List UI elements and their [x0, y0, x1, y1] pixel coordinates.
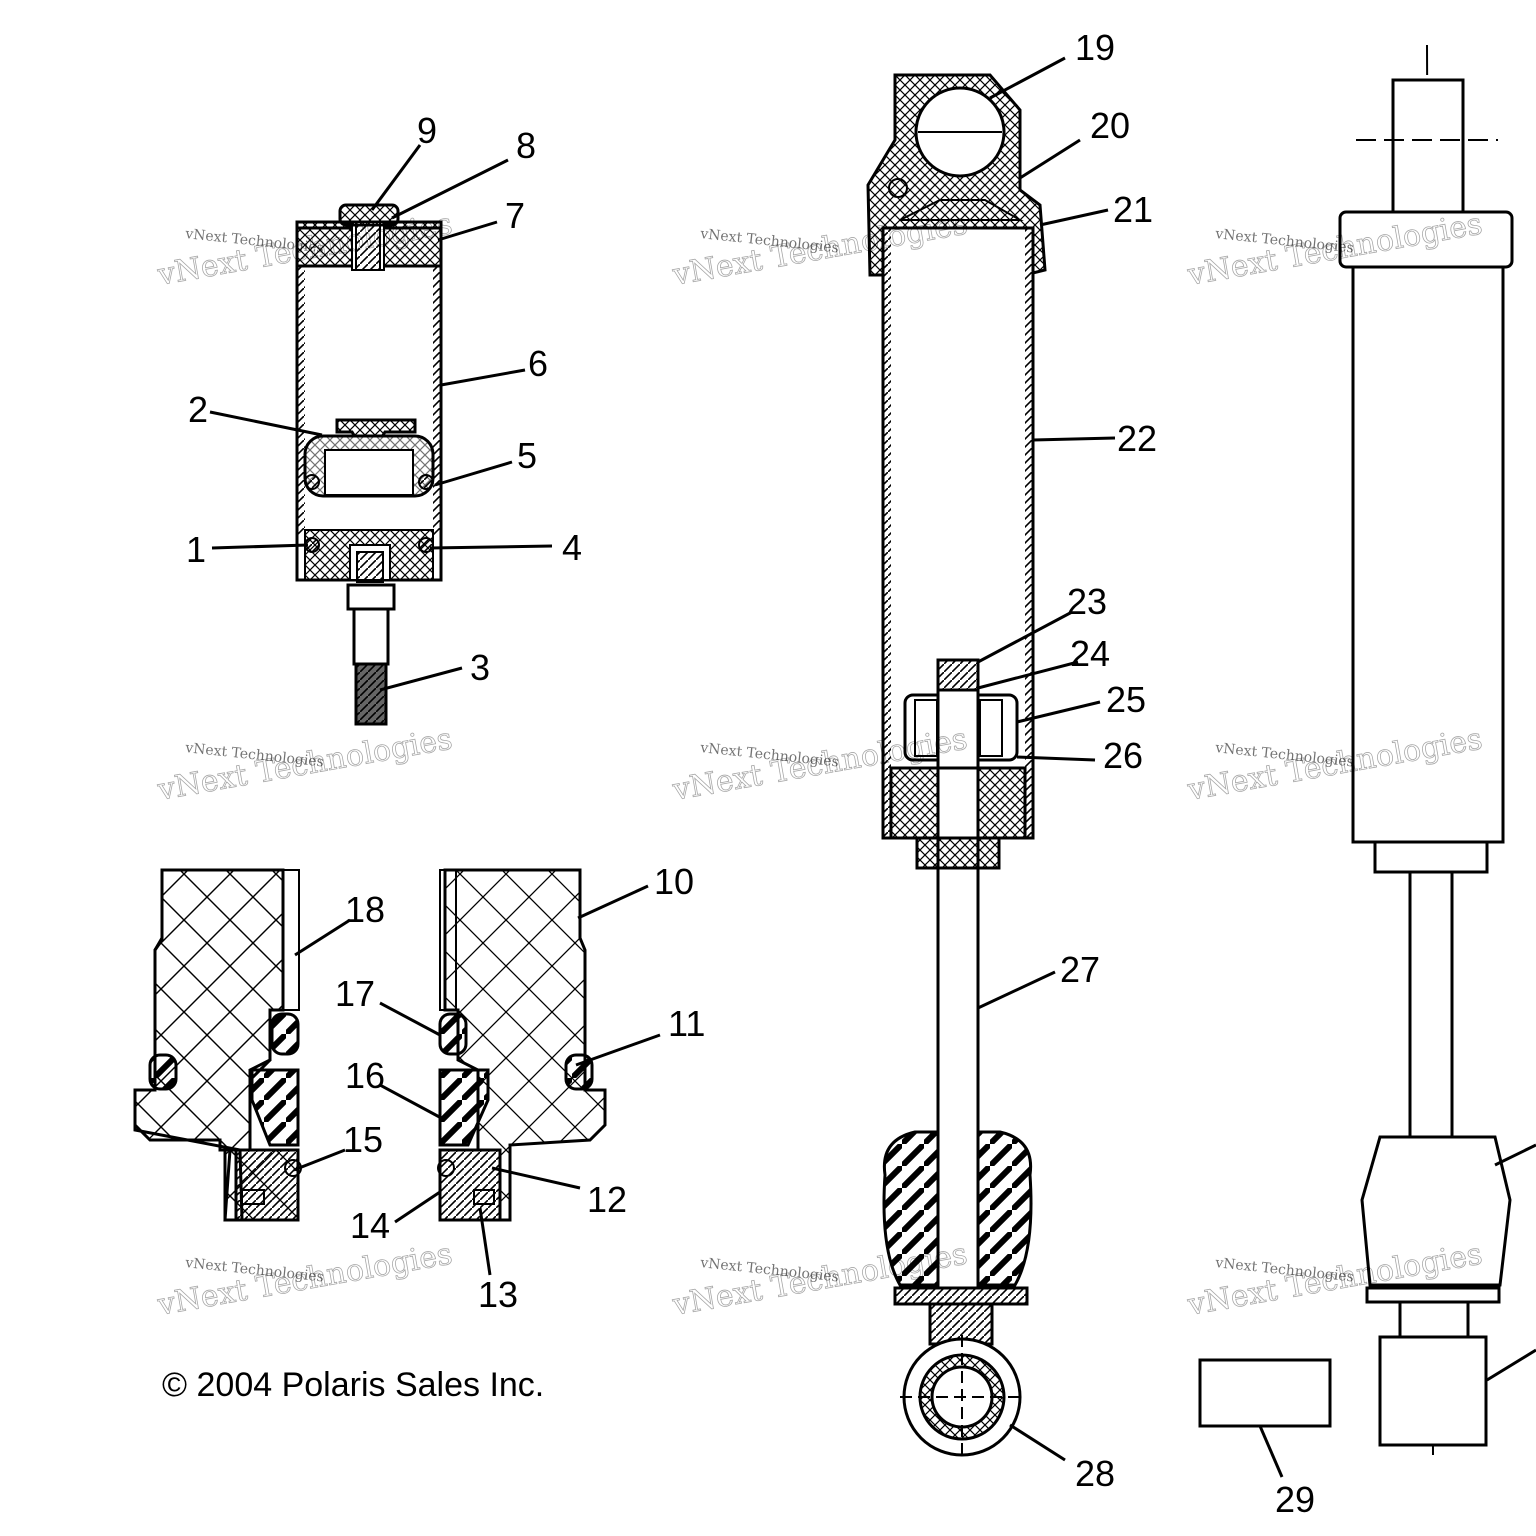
callout-16: 16 [345, 1055, 385, 1096]
callout-26: 26 [1103, 735, 1143, 776]
shock-cross-section [866, 73, 1047, 1460]
callout-21: 21 [1113, 189, 1153, 230]
callout-29: 29 [1275, 1479, 1315, 1520]
callout-13: 13 [478, 1274, 518, 1315]
reservoir-assembly [295, 203, 443, 726]
callout-10: 10 [654, 861, 694, 902]
callout-6: 6 [528, 343, 548, 384]
callout-labels: 9 8 7 6 2 5 1 4 3 10 18 17 11 16 15 12 1… [186, 27, 1315, 1520]
callout-23: 23 [1067, 581, 1107, 622]
callout-17: 17 [335, 973, 375, 1014]
leader-lines [209, 56, 1536, 1478]
callout-15: 15 [343, 1119, 383, 1160]
callout-7: 7 [505, 195, 525, 236]
callout-9: 9 [417, 110, 437, 151]
seal-head-detail [133, 868, 607, 1222]
callout-4: 4 [562, 527, 582, 568]
callout-22: 22 [1117, 418, 1157, 459]
callout-28: 28 [1075, 1453, 1115, 1494]
callout-5: 5 [517, 435, 537, 476]
shock-external-view [1198, 44, 1514, 1456]
callout-27: 27 [1060, 949, 1100, 990]
callout-11: 11 [668, 1003, 705, 1044]
callout-2: 2 [188, 389, 208, 430]
callout-8: 8 [516, 125, 536, 166]
callout-24: 24 [1070, 633, 1110, 674]
callout-12: 12 [587, 1179, 627, 1220]
callout-3: 3 [470, 647, 490, 688]
callout-1: 1 [186, 529, 206, 570]
callout-19: 19 [1075, 27, 1115, 68]
callout-18: 18 [345, 889, 385, 930]
callout-20: 20 [1090, 105, 1130, 146]
copyright-notice: © 2004 Polaris Sales Inc. [162, 1366, 544, 1404]
callout-25: 25 [1106, 679, 1146, 720]
callout-14: 14 [350, 1205, 390, 1246]
